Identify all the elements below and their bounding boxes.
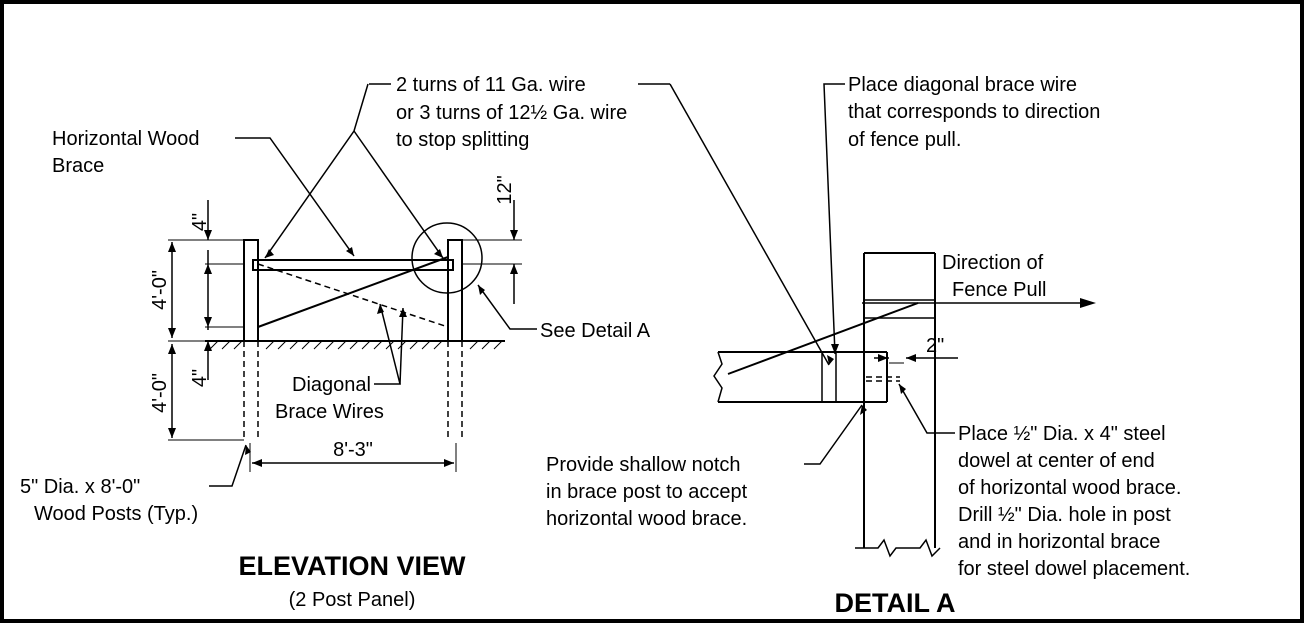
label-see-detail: See Detail A xyxy=(540,320,651,342)
right-post xyxy=(447,239,463,342)
label-detail-wire-2: that corresponds to direction xyxy=(848,101,1100,123)
leader-posts xyxy=(209,444,247,487)
label-horizontal-brace-2: Brace xyxy=(52,155,104,177)
dim-embed-depth: 4'-0" xyxy=(149,373,171,413)
label-detail-wire-3: of fence pull. xyxy=(848,129,961,151)
detail-a-view: 2" Place diagonal brace wire that corres… xyxy=(546,74,1190,618)
dim-12-arrowheads xyxy=(510,230,518,274)
leader-detail-wire xyxy=(823,83,845,355)
dim-panel-height: 4'-0" xyxy=(149,270,171,310)
ground-hatch xyxy=(209,340,503,350)
detail-title: DETAIL A xyxy=(835,588,956,618)
label-dowel-6: for steel dowel placement. xyxy=(958,558,1190,580)
label-wire-turns-1: 2 turns of 11 Ga. wire xyxy=(396,74,586,96)
leader-see-detail xyxy=(477,284,537,330)
label-diagonal-2: Brace Wires xyxy=(275,401,384,423)
detail-steel-dowel xyxy=(866,376,900,382)
label-notch-2: in brace post to accept xyxy=(546,481,748,503)
detail-brace-break-line xyxy=(713,351,723,403)
detail-diagonal-wire xyxy=(727,302,919,375)
leader-wire-right xyxy=(353,130,444,259)
label-notch-1: Provide shallow notch xyxy=(546,454,741,476)
dim-top-4: 4" xyxy=(189,213,211,231)
label-horizontal-brace-1: Horizontal Wood xyxy=(52,128,199,150)
label-dowel-3: of horizontal wood brace. xyxy=(958,477,1181,499)
dim-twelve: 12" xyxy=(494,175,516,204)
label-direction-2: Fence Pull xyxy=(952,279,1047,301)
detail-a-callout-circle xyxy=(411,222,483,294)
label-notch-3: horizontal wood brace. xyxy=(546,508,747,530)
leader-wire-turns-to-detail xyxy=(669,83,830,366)
left-post-buried xyxy=(243,341,259,440)
leader-wire-left xyxy=(264,83,369,259)
label-dowel-1: Place ½" Dia. x 4" steel xyxy=(958,423,1166,445)
dim-two-inch: 2" xyxy=(926,335,944,357)
label-posts-1: 5" Dia. x 8'-0" xyxy=(20,476,140,498)
label-dowel-5: and in horizontal brace xyxy=(958,531,1160,553)
diagonal-wire-solid xyxy=(257,256,449,328)
label-wire-turns-2: or 3 turns of 12½ Ga. wire xyxy=(396,102,627,124)
leader-notch xyxy=(804,404,863,465)
label-direction-1: Direction of xyxy=(942,252,1044,274)
direction-arrow-head xyxy=(1080,298,1096,308)
detail-leader-arrowheads xyxy=(827,344,906,415)
left-post xyxy=(243,239,259,342)
elevation-title: ELEVATION VIEW xyxy=(238,551,466,581)
label-posts-2: Wood Posts (Typ.) xyxy=(34,503,198,525)
label-dowel-2: dowel at center of end xyxy=(958,450,1155,472)
horizontal-wood-brace xyxy=(252,259,454,271)
dim-span: 8'-3" xyxy=(333,439,373,461)
dim-bottom-4: 4" xyxy=(189,369,211,387)
dim-2-arrowheads xyxy=(878,354,916,362)
right-post-buried xyxy=(447,341,463,440)
leader-dowel xyxy=(898,383,955,434)
label-diagonal-1: Diagonal xyxy=(292,374,371,396)
detail-post-break-line xyxy=(855,538,941,558)
label-detail-wire-1: Place diagonal brace wire xyxy=(848,74,1077,96)
label-dowel-4: Drill ½" Dia. hole in post xyxy=(958,504,1171,526)
leader-diagonal-2 xyxy=(399,307,404,385)
leader-horizontal-brace xyxy=(235,137,355,257)
leader-diagonal-1 xyxy=(374,303,401,385)
label-wire-turns-3: to stop splitting xyxy=(396,129,529,151)
diagonal-wire-dashed xyxy=(257,263,449,328)
dim-arrowheads-mid xyxy=(204,230,212,351)
elevation-subtitle: (2 Post Panel) xyxy=(289,589,416,611)
elevation-view: 4" 4'-0" 4" 4'-0" 12" 8'-3" 2 turns of 1… xyxy=(20,74,651,611)
